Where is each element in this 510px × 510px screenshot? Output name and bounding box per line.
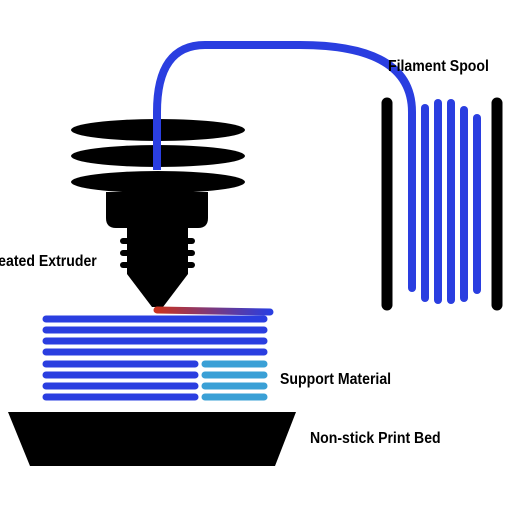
filament-spool-label: Filament Spool (388, 58, 489, 75)
printed-layers (42, 315, 268, 401)
filament-strand (153, 41, 416, 170)
filament-spool (381, 97, 503, 311)
print-bed-label: Non-stick Print Bed (310, 430, 441, 447)
support-material-label: Support Material (280, 371, 392, 388)
spool-windings (408, 99, 481, 304)
support-material (201, 360, 268, 401)
print-bed (8, 412, 296, 466)
heated-extruder-label: Heated Extruder (0, 253, 97, 270)
extruded-filament (153, 306, 274, 316)
